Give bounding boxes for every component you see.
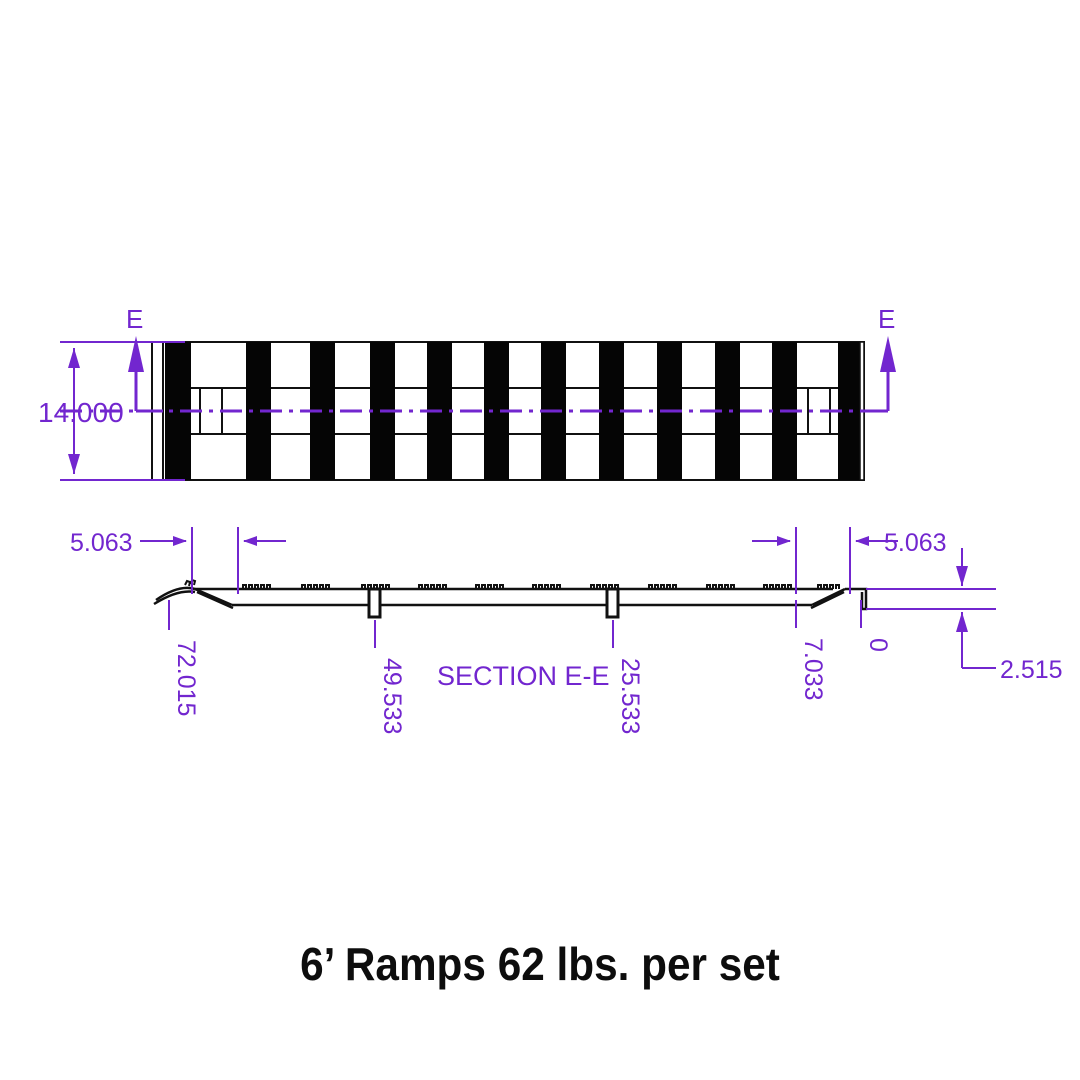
station-label-0: 0	[864, 638, 892, 652]
tread-cluster	[648, 584, 677, 589]
tread-cluster	[418, 584, 447, 589]
section-label-right: E	[878, 304, 895, 334]
section-arrow-left: E	[126, 304, 163, 413]
tread-cluster	[242, 584, 271, 589]
tread-cluster	[590, 584, 619, 589]
left-offset-label: 5.063	[70, 529, 133, 557]
section-support-post	[605, 587, 620, 619]
section-right-taper-b	[810, 590, 845, 610]
tread-cluster	[706, 584, 735, 589]
section-arrow-right: E	[864, 304, 896, 413]
section-view-title: SECTION E-E	[437, 661, 610, 691]
left-offset-dimension: 5.063	[70, 527, 193, 594]
right-inner-offset-dimension	[752, 527, 797, 594]
height-arrow-down	[68, 454, 80, 474]
height-dimension-label: 14.000	[38, 397, 124, 428]
section-support-post	[367, 587, 382, 619]
ordinate-stations: 72.015 49.533 25.533 7.033 0	[168, 600, 892, 734]
section-left-taper-b	[196, 590, 234, 610]
right-offset-label: 5.063	[884, 529, 947, 557]
station-label-7033: 7.033	[799, 638, 827, 701]
tread-cluster	[361, 584, 390, 589]
tread-cluster	[817, 584, 840, 589]
tread-cluster	[301, 584, 330, 589]
section-left-arrowhead	[128, 336, 144, 372]
plan-view	[60, 341, 868, 481]
station-label-49533: 49.533	[378, 658, 406, 734]
tread-cluster	[763, 584, 792, 589]
section-left-taper-a	[194, 587, 233, 607]
section-e-e-view	[153, 578, 868, 619]
thickness-arrow-down	[956, 566, 968, 586]
thickness-dimension: 2.515	[866, 548, 1063, 684]
thickness-label: 2.515	[1000, 656, 1063, 684]
section-right-arrowhead	[880, 336, 896, 372]
section-label-left: E	[126, 304, 143, 334]
station-label-25533: 25.533	[616, 658, 644, 734]
tread-cluster	[532, 584, 561, 589]
tread-cluster	[475, 584, 504, 589]
height-dimension-group: 14.000	[38, 341, 185, 481]
station-label-72015: 72.015	[172, 640, 200, 716]
left-inner-offset-dimension	[237, 527, 286, 594]
drawing-title: 6’ Ramps 62 lbs. per set	[300, 939, 780, 990]
right-offset-dimension: 5.063	[849, 527, 947, 594]
section-tread-clusters	[184, 578, 840, 589]
section-right-taper-a	[811, 587, 846, 607]
thickness-arrow-up	[956, 612, 968, 632]
height-arrow-up	[68, 348, 80, 368]
